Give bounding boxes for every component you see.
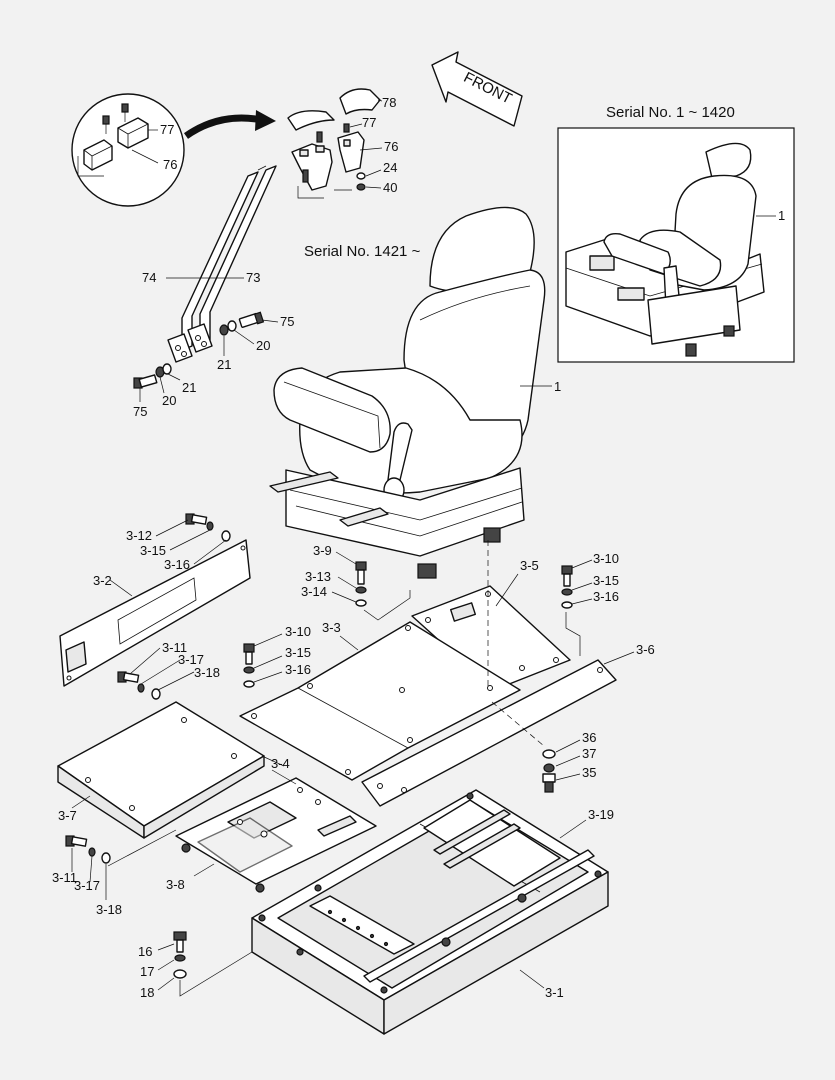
label-3-18a: 3-18 xyxy=(194,665,220,680)
label-3-5: 3-5 xyxy=(520,558,539,573)
label-76: 76 xyxy=(384,139,398,154)
label-3-4: 3-4 xyxy=(271,756,290,771)
detail-arrow xyxy=(183,110,276,139)
hardware-35 xyxy=(542,739,581,793)
lever-body-76 xyxy=(291,123,383,199)
label-3-16-left: 3-16 xyxy=(285,662,311,677)
seat-assembly xyxy=(269,206,552,579)
base-box-3-1 xyxy=(251,789,609,1035)
plate-3-4 xyxy=(175,769,377,893)
hardware-16 xyxy=(157,931,253,997)
label-75-left: 75 xyxy=(133,404,147,419)
lever-rods xyxy=(166,165,277,363)
plate-3-3 xyxy=(239,621,521,781)
label-3-16a: 3-16 xyxy=(164,557,190,572)
label-1-inset: 1 xyxy=(778,208,785,223)
label-78: 78 xyxy=(382,95,396,110)
label-74: 74 xyxy=(142,270,156,285)
label-3-12: 3-12 xyxy=(126,528,152,543)
label-75-right: 75 xyxy=(280,314,294,329)
label-21-left: 21 xyxy=(182,380,196,395)
hardware-right xyxy=(219,311,279,356)
hardware-3-10-right xyxy=(561,559,593,656)
label-76-detail: 76 xyxy=(163,157,177,172)
hardware-3-11-upper xyxy=(117,647,195,700)
label-18: 18 xyxy=(140,985,154,1000)
label-24: 24 xyxy=(383,160,397,175)
label-3-1: 3-1 xyxy=(545,985,564,1000)
serial-old-label: Serial No. 1 ~ 1420 xyxy=(606,104,735,121)
label-16: 16 xyxy=(138,944,152,959)
label-3-10-top: 3-10 xyxy=(593,551,619,566)
label-3-13: 3-13 xyxy=(305,569,331,584)
detail-circle xyxy=(71,93,185,207)
label-3-18b: 3-18 xyxy=(96,902,122,917)
label-35: 35 xyxy=(582,765,596,780)
label-36: 36 xyxy=(582,730,596,745)
serial-new-label: Serial No. 1421 ~ xyxy=(304,243,421,260)
hardware-3-10-left xyxy=(243,633,283,688)
label-3-7: 3-7 xyxy=(58,808,77,823)
label-17: 17 xyxy=(140,964,154,979)
label-3-9: 3-9 xyxy=(313,543,332,558)
side-cover-3-2 xyxy=(59,539,251,687)
label-37: 37 xyxy=(582,746,596,761)
label-3-19: 3-19 xyxy=(588,807,614,822)
inset-box: Serial No. 1 ~ 1420 xyxy=(557,104,795,363)
label-3-2: 3-2 xyxy=(93,573,112,588)
front-arrow: FRONT xyxy=(431,51,523,127)
label-3-11a: 3-11 xyxy=(162,640,187,655)
label-3-14: 3-14 xyxy=(301,584,327,599)
label-3-15-left: 3-15 xyxy=(285,645,311,660)
label-20-left: 20 xyxy=(162,393,176,408)
label-77-detail: 77 xyxy=(160,122,174,137)
label-40: 40 xyxy=(383,180,397,195)
label-1-main: 1 xyxy=(554,379,561,394)
label-3-6: 3-6 xyxy=(636,642,655,657)
hardware-3-9 xyxy=(331,551,411,621)
hardware-3-11-lower xyxy=(65,835,111,900)
label-3-15-top: 3-15 xyxy=(593,573,619,588)
alignment-lines xyxy=(107,540,545,867)
label-77: 77 xyxy=(362,115,376,130)
label-3-17b: 3-17 xyxy=(74,878,100,893)
label-3-15a: 3-15 xyxy=(140,543,166,558)
label-3-11b: 3-11 xyxy=(52,870,77,885)
plate-3-6 xyxy=(361,651,635,807)
label-3-3: 3-3 xyxy=(322,620,341,635)
label-3-8: 3-8 xyxy=(166,877,185,892)
plate-3-7 xyxy=(57,701,265,839)
label-3-10-left: 3-10 xyxy=(285,624,311,639)
hardware-left xyxy=(133,363,181,402)
label-20-right: 20 xyxy=(256,338,270,353)
label-3-17a: 3-17 xyxy=(178,652,204,667)
lever-knob-78 xyxy=(287,88,383,131)
label-73: 73 xyxy=(246,270,260,285)
hardware-3-12 xyxy=(155,513,231,565)
label-21-right: 21 xyxy=(217,357,231,372)
label-3-16-top: 3-16 xyxy=(593,589,619,604)
